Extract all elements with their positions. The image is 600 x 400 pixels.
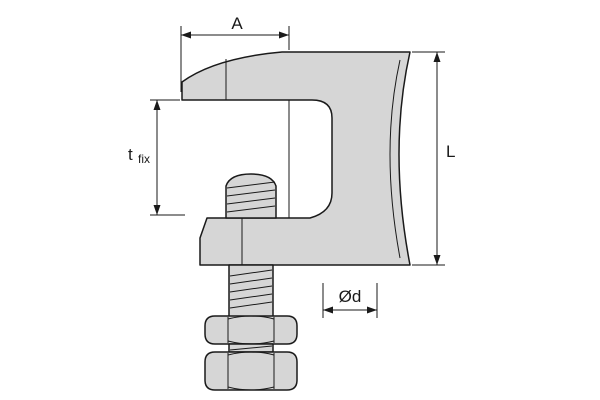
- threaded-stud-lower: [228, 264, 274, 318]
- label-t-subscript: fix: [138, 152, 150, 166]
- clamp-body: [181, 51, 411, 266]
- label-l: L: [446, 142, 455, 161]
- threaded-stud-upper: [225, 173, 277, 219]
- dimension-d: [322, 283, 378, 318]
- threaded-stud-middle: [228, 343, 274, 353]
- hex-nut-upper: [204, 315, 298, 345]
- label-d: Ød: [339, 287, 362, 306]
- hex-nut-lower: [204, 351, 298, 391]
- dimension-tfix: [150, 99, 185, 216]
- dimension-a: [180, 26, 290, 92]
- dimension-l: [412, 51, 445, 266]
- label-a: A: [231, 14, 243, 33]
- label-t: t: [128, 145, 133, 164]
